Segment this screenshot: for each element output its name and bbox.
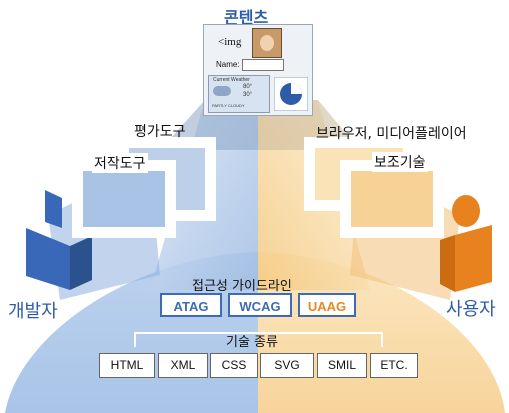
developer-label: 개발자 <box>8 301 58 322</box>
authoring-tools-label: 저작도구 <box>92 153 148 173</box>
tech-title: 기술 종류 <box>226 335 278 350</box>
evaluation-tools-label: 평가도구 <box>134 124 186 140</box>
tech-xml: XML <box>158 353 208 378</box>
cloud-icon <box>213 86 231 96</box>
tech-bracket <box>134 332 383 347</box>
authoring-tools-frame <box>72 160 176 238</box>
tech-etc: ETC. <box>370 353 418 378</box>
guideline-wcag: WCAG <box>228 293 292 317</box>
tech-smil: SMIL <box>317 353 367 378</box>
weather-temp-low: 30° <box>243 92 253 98</box>
tech-css: CSS <box>210 353 258 378</box>
guideline-uaag: UAAG <box>298 293 356 317</box>
browsers-players-label: 브라우저, 미디어플레이어 <box>316 126 467 142</box>
assistive-tech-label: 보조기술 <box>372 152 428 172</box>
weather-caption: PARTLY CLOUDY <box>212 103 245 108</box>
developer-figure <box>26 190 92 290</box>
user-label: 사용자 <box>446 299 496 320</box>
pie-chart-icon <box>274 77 308 111</box>
img-tag-label: <img <box>218 36 242 48</box>
name-field-box <box>242 59 284 71</box>
weather-temp-high: 80° <box>243 84 253 90</box>
guideline-atag: ATAG <box>160 293 222 317</box>
weather-widget-title: Current Weather <box>213 77 250 83</box>
guidelines-title: 접근성 가이드라인 <box>192 279 292 294</box>
name-field-label: Name: <box>216 60 240 69</box>
baby-photo <box>252 28 282 58</box>
tech-svg: SVG <box>260 353 314 378</box>
content-title: 콘텐츠 <box>224 8 269 27</box>
assistive-tech-frame <box>340 160 444 238</box>
tech-html: HTML <box>99 353 155 378</box>
weather-widget: Current Weather 80° 30° PARTLY CLOUDY <box>208 75 270 113</box>
content-illustration: <img Name: Current Weather 80° 30° PARTL… <box>203 24 313 116</box>
user-figure <box>440 195 492 292</box>
